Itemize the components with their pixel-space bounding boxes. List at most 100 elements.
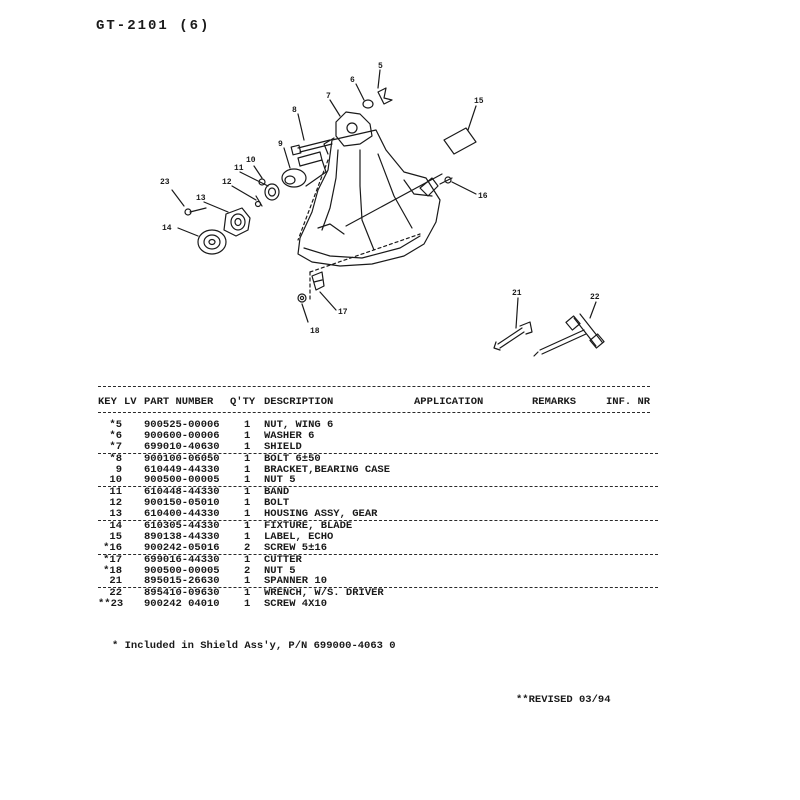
callout-10: 10 bbox=[246, 156, 256, 165]
row-description: SCREW 4X10 bbox=[264, 598, 328, 611]
row-part-number: 610449-44330 bbox=[144, 463, 220, 476]
row-key: *7 bbox=[109, 440, 122, 453]
page-code: GT-2101 (6) bbox=[96, 18, 211, 34]
screw-part-23 bbox=[184, 207, 207, 216]
row-qty: 1 bbox=[244, 497, 251, 510]
row-key: 22 bbox=[109, 587, 122, 600]
callout-21: 21 bbox=[512, 289, 522, 298]
label-part-15 bbox=[443, 127, 477, 155]
row-description: NUT, WING 6 bbox=[264, 419, 334, 431]
row-key: *6 bbox=[109, 429, 122, 442]
row-qty: 1 bbox=[244, 508, 251, 521]
row-key: 14 bbox=[109, 520, 122, 533]
row-part-number: 900500-00005 bbox=[144, 474, 220, 487]
header-key: KEY bbox=[98, 396, 117, 408]
row-qty: 2 bbox=[244, 564, 251, 577]
header-part-number: PART NUMBER bbox=[144, 396, 214, 408]
callout-7: 7 bbox=[326, 92, 331, 101]
table-row: *7 699010-40630 1 SHIELD bbox=[98, 440, 658, 454]
row-part-number: 610400-44330 bbox=[144, 508, 220, 521]
callout-17: 17 bbox=[338, 308, 348, 317]
row-description: BOLT bbox=[264, 497, 290, 510]
table-row: *16 900242-05016 2 SCREW 5±16 bbox=[98, 541, 658, 555]
row-qty: 1 bbox=[244, 429, 251, 442]
row-part-number: 900150-05010 bbox=[144, 497, 220, 510]
callout-15: 15 bbox=[474, 97, 484, 106]
row-part-number: 699016-44330 bbox=[144, 553, 220, 566]
band-part-11 bbox=[264, 183, 280, 201]
row-qty: 1 bbox=[244, 452, 251, 465]
nut-part-18 bbox=[297, 293, 307, 303]
table-row: *17 699016-44330 1 CUTTER bbox=[98, 553, 658, 566]
table-row: *8 900100-06050 1 BOLT 6±50 bbox=[98, 452, 658, 465]
row-key: *18 bbox=[103, 564, 122, 577]
row-key: 15 bbox=[109, 530, 122, 543]
gear-housing-part-13 bbox=[223, 207, 251, 237]
row-key: 13 bbox=[109, 508, 122, 521]
exploded-parts-diagram: 5 6 7 8 9 10 11 12 13 14 15 16 17 18 21 … bbox=[160, 62, 605, 357]
row-part-number: 890138-44330 bbox=[144, 530, 220, 543]
table-row: 9 610449-44330 1 BRACKET,BEARING CASE bbox=[98, 463, 658, 476]
callout-5: 5 bbox=[378, 62, 383, 71]
table-row: 10 900500-00005 1 NUT 5 bbox=[98, 474, 658, 488]
row-part-number: 610305-44330 bbox=[144, 520, 220, 533]
row-part-number: 900600-00006 bbox=[144, 429, 220, 442]
row-description: CUTTER bbox=[264, 553, 302, 566]
washer-part-6 bbox=[362, 99, 374, 109]
callout-8: 8 bbox=[292, 106, 297, 115]
row-description: SHIELD bbox=[264, 440, 302, 453]
table-row: **23 900242 04010 1 SCREW 4X10 bbox=[98, 599, 658, 610]
row-qty: 1 bbox=[244, 440, 251, 453]
row-qty: 1 bbox=[244, 463, 251, 476]
revision-note: **REVISED 03/94 bbox=[516, 694, 611, 706]
wing-nut-part-5 bbox=[377, 87, 393, 105]
footnote: * Included in Shield Ass'y, P/N 699000-4… bbox=[112, 640, 396, 652]
header-remarks: REMARKS bbox=[532, 396, 577, 408]
row-key: 21 bbox=[109, 575, 122, 588]
row-key: 12 bbox=[109, 497, 122, 510]
wrench-driver-part-22 bbox=[533, 313, 605, 357]
row-part-number: 895410-09630 bbox=[144, 587, 220, 600]
bolt-part-8 bbox=[290, 139, 333, 156]
table-row: *5 900525-00006 1 NUT, WING 6 bbox=[98, 420, 658, 431]
bracket-part-9 bbox=[281, 151, 327, 188]
callout-18: 18 bbox=[310, 327, 320, 336]
row-qty: 1 bbox=[244, 553, 251, 566]
row-part-number: 610448-44330 bbox=[144, 486, 220, 499]
table-row: 11 610448-44330 1 BAND bbox=[98, 487, 658, 498]
row-qty: 1 bbox=[244, 598, 251, 611]
callout-11: 11 bbox=[234, 164, 244, 173]
table-row: 14 610305-44330 1 FIXTURE, BLADE bbox=[98, 521, 658, 532]
row-qty: 2 bbox=[244, 541, 251, 554]
shield-part-7 bbox=[297, 111, 441, 267]
row-part-number: 895015-26630 bbox=[144, 575, 220, 588]
row-key: **23 bbox=[98, 598, 124, 611]
callout-9: 9 bbox=[278, 140, 283, 149]
row-qty: 1 bbox=[244, 587, 251, 600]
row-qty: 1 bbox=[244, 474, 251, 487]
row-key: *8 bbox=[109, 452, 122, 465]
table-row: 22 895410-09630 1 WRENCH, W/S. DRIVER bbox=[98, 588, 658, 599]
header-description: DESCRIPTION bbox=[264, 396, 334, 408]
parts-table-header: KEY LV PART NUMBER Q'TY DESCRIPTION APPL… bbox=[98, 396, 658, 410]
row-description: WASHER 6 bbox=[264, 429, 315, 442]
row-qty: 1 bbox=[244, 575, 251, 588]
row-key: *17 bbox=[103, 553, 122, 566]
callout-22: 22 bbox=[590, 293, 600, 302]
screw-part-16 bbox=[439, 176, 453, 185]
row-description: HOUSING ASSY, GEAR bbox=[264, 508, 378, 521]
row-description: FIXTURE, BLADE bbox=[264, 520, 353, 533]
fixture-part-14 bbox=[197, 229, 227, 255]
callout-14: 14 bbox=[162, 224, 172, 233]
header-lv: LV bbox=[124, 396, 137, 408]
callout-12: 12 bbox=[222, 178, 232, 187]
row-part-number: 699010-40630 bbox=[144, 440, 220, 453]
row-part-number: 900500-00005 bbox=[144, 564, 220, 577]
callout-13: 13 bbox=[196, 194, 206, 203]
row-description: BOLT 6±50 bbox=[264, 452, 321, 465]
row-description: NUT 5 bbox=[264, 474, 296, 487]
row-description: BRACKET,BEARING CASE bbox=[264, 463, 391, 476]
row-description: SCREW 5±16 bbox=[264, 541, 328, 554]
header-application: APPLICATION bbox=[414, 396, 484, 408]
row-key: 10 bbox=[109, 474, 122, 487]
